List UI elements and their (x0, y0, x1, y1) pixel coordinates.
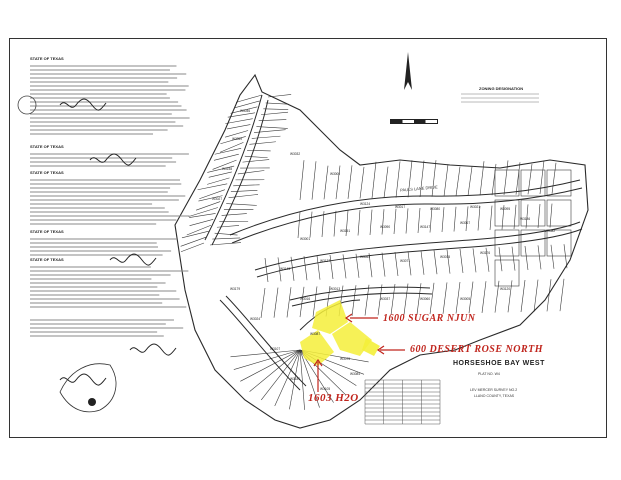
svg-text:W3120: W3120 (500, 287, 510, 291)
svg-text:W3021: W3021 (470, 205, 480, 209)
svg-text:W3016: W3016 (300, 297, 310, 301)
svg-text:W3005: W3005 (460, 297, 470, 301)
svg-text:W3001: W3001 (300, 237, 310, 241)
annotation-arrows (313, 313, 405, 392)
north-arrow-icon (404, 52, 412, 90)
svg-text:W3067: W3067 (460, 221, 470, 225)
svg-text:W3124: W3124 (360, 202, 370, 206)
svg-text:W3084: W3084 (350, 372, 360, 376)
svg-text:W3082: W3082 (545, 229, 555, 233)
svg-text:W3080: W3080 (430, 207, 440, 211)
survey-name: LEV MERCER SURVEY NO.2 (470, 388, 518, 392)
certificate-heading: STATE OF TEXAS (30, 144, 64, 149)
certificate-text-lines (17, 65, 441, 425)
plat-title: HORSESHOE BAY WEST (453, 360, 545, 367)
svg-text:W3151: W3151 (340, 229, 350, 233)
svg-text:W3179: W3179 (230, 287, 240, 291)
svg-text:W3046: W3046 (240, 109, 250, 113)
svg-text:W3181: W3181 (290, 377, 300, 381)
certificate-heading: STATE OF TEXAS (30, 257, 64, 262)
svg-text:W3027: W3027 (212, 197, 222, 201)
zoning-heading: ZONING DESIGNATION (479, 86, 524, 91)
svg-text:W3143: W3143 (280, 267, 290, 271)
roads (174, 73, 589, 429)
svg-text:W3060: W3060 (420, 297, 430, 301)
svg-text:W3059: W3059 (232, 137, 242, 141)
svg-text:W3015: W3015 (440, 255, 450, 259)
highlighted-lots (300, 300, 380, 366)
svg-text:W3107: W3107 (270, 347, 280, 351)
county-name: LLANO COUNTY, TEXAS (474, 394, 515, 398)
svg-text:W3090: W3090 (380, 225, 390, 229)
svg-text:W3037: W3037 (380, 297, 390, 301)
svg-text:W3105: W3105 (320, 387, 330, 391)
svg-text:W3127: W3127 (320, 259, 330, 263)
annotation-desert-rose: 600 DESERT ROSE NORTH (410, 344, 544, 355)
parcel-lines (180, 94, 572, 410)
plat-number: PLAT NO. W4 (478, 372, 500, 376)
svg-text:W3071: W3071 (400, 259, 410, 263)
annotation-sugar-njun: 1600 SUGAR NJUN (383, 313, 476, 324)
annotation-h2o: 1603 H2O (308, 392, 359, 404)
certificate-heading: STATE OF TEXAS (30, 56, 64, 61)
svg-text:W3147: W3147 (420, 225, 430, 229)
svg-text:W3095: W3095 (500, 207, 510, 211)
svg-text:W3075: W3075 (340, 357, 350, 361)
certificate-heading: STATE OF TEXAS (30, 229, 64, 234)
certificate-heading: STATE OF TEXAS (30, 170, 64, 175)
svg-text:W3013: W3013 (330, 287, 340, 291)
svg-text:W3186: W3186 (520, 217, 530, 221)
svg-text:W3017: W3017 (395, 205, 405, 209)
svg-text:W3000: W3000 (330, 172, 340, 176)
svg-text:W3158: W3158 (222, 167, 232, 171)
svg-text:W3032: W3032 (290, 152, 300, 156)
svg-text:W3024: W3024 (250, 317, 260, 321)
zoning-lines (461, 93, 539, 103)
scale-bar (390, 119, 438, 124)
svg-text:W3176: W3176 (480, 251, 490, 255)
svg-text:W3053: W3053 (360, 255, 370, 259)
svg-text:W3087: W3087 (310, 332, 320, 336)
